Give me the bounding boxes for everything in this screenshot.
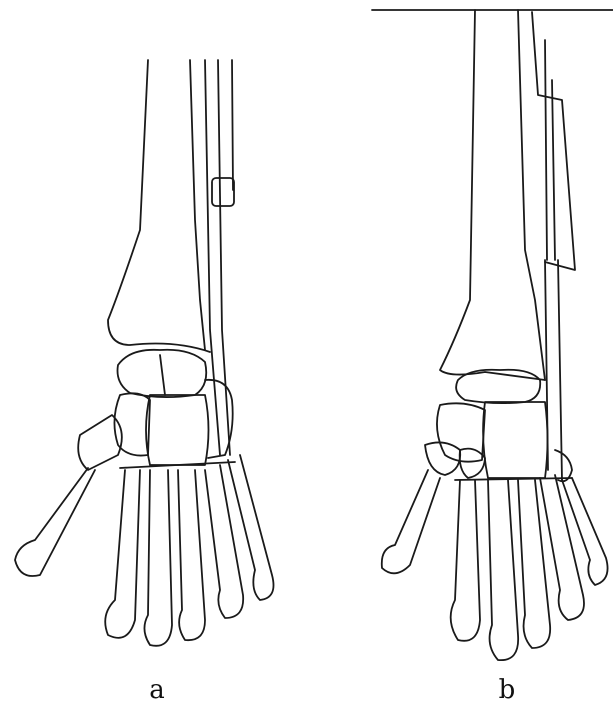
hand-line-drawing-a (0, 0, 300, 712)
panel-a: a (0, 0, 300, 712)
panel-a-label: a (137, 675, 177, 705)
panel-b: b (300, 0, 613, 712)
hand-line-drawing-b (300, 0, 613, 712)
panel-b-label: b (487, 675, 527, 705)
